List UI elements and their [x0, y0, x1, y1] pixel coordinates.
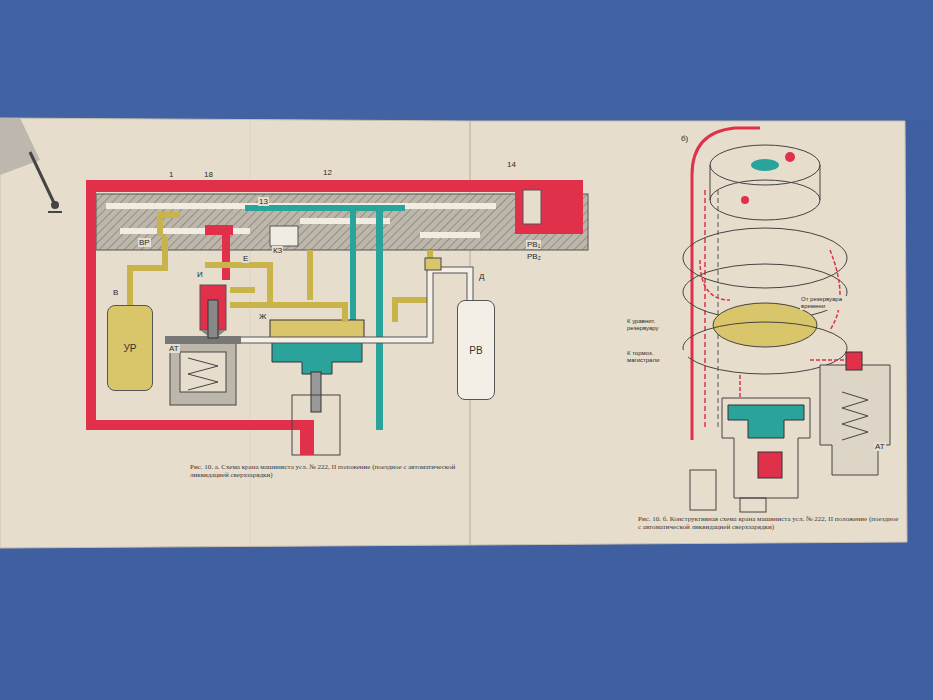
callout-label: КЗ [272, 246, 283, 255]
callout-label: 12 [322, 168, 333, 177]
reservoir-tank: РВ [457, 300, 495, 400]
callout-label: Е [242, 254, 249, 263]
callout-label: Д [478, 272, 485, 281]
reservoir-tank: УР [107, 305, 153, 391]
figure-letter: б) [680, 134, 689, 143]
callout-label: К тормоз. магистрали [626, 350, 688, 364]
callout-label: К уравнит. резервуару [626, 318, 688, 332]
callout-label: АТ [874, 442, 886, 451]
callout-label: РВ₁ [526, 240, 541, 249]
callout-label: 14 [506, 160, 517, 169]
callout-label: 1 [168, 170, 174, 179]
figure-caption: Рис. 10. а. Схема крана машиниста усл. №… [190, 463, 470, 479]
tank-label: РВ [469, 345, 482, 356]
callout-label: РВ₂ [526, 252, 542, 261]
callout-label: 13 [258, 197, 269, 206]
figure-caption: Рис. 10. б. Конструктивная схема крана м… [638, 515, 900, 531]
callout-label: Ж [258, 312, 267, 321]
callout-label: От резервуара времени [800, 296, 854, 310]
callout-label: 18 [203, 170, 214, 179]
callout-label: АТ [168, 344, 180, 353]
callout-label: И [196, 270, 204, 279]
tank-label: УР [123, 343, 136, 354]
callout-label: В [112, 288, 119, 297]
callout-label: ВР [138, 238, 151, 247]
